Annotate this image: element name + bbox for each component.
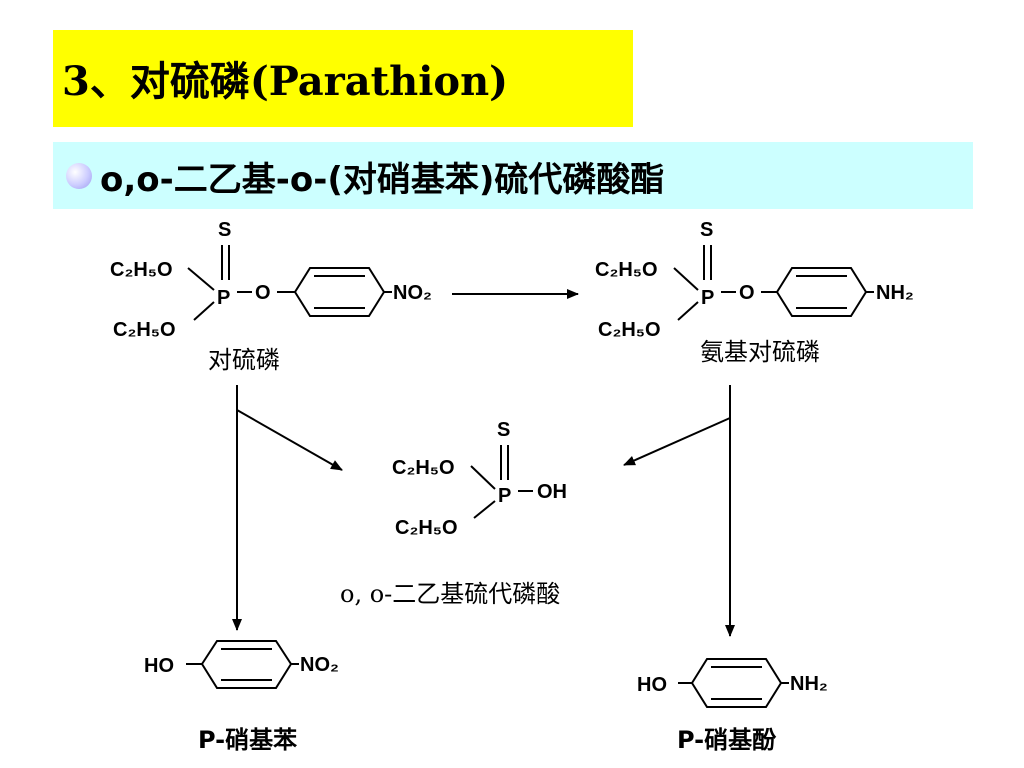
phosphorus-atom: P <box>701 287 714 309</box>
p-nitrophenol-structure: HO NO₂ P-硝基苯 <box>144 640 339 754</box>
amino-group: NH₂ <box>876 282 914 304</box>
ethoxy-group: C₂H₅O <box>598 319 661 341</box>
single-bond <box>470 465 496 490</box>
bullet-text: o,o-二乙基-o-(对硝基苯)硫代磷酸酯 <box>100 160 665 200</box>
thiophosphoric-acid-label: o, o-二乙基硫代磷酸 <box>340 580 560 608</box>
p-aminophenol-structure: HO NH₂ P-硝基酚 <box>637 658 828 754</box>
hydrolysis-arrow-right <box>623 417 731 466</box>
sulfur-atom: S <box>497 419 510 441</box>
ethoxy-group: C₂H₅O <box>395 517 458 539</box>
ethoxy-group: C₂H₅O <box>595 259 658 281</box>
ethoxy-group: C₂H₅O <box>392 457 455 479</box>
aminoparathion-structure: S C₂H₅O P C₂H₅O O NH₂ 氨基对硫磷 <box>595 219 914 366</box>
phosphorus-atom: P <box>217 287 230 309</box>
hydrolysis-arrow-left <box>236 409 343 471</box>
subtitle-banner <box>53 142 973 209</box>
aminoparathion-label: 氨基对硫磷 <box>700 338 820 366</box>
single-bond <box>187 267 215 291</box>
p-nitrophenol-label: P-硝基苯 <box>198 726 297 754</box>
nitro-group: NO₂ <box>300 654 339 676</box>
single-bond <box>473 500 496 519</box>
hydroxyl-group: HO <box>144 655 174 677</box>
single-bond <box>193 301 215 321</box>
p-aminophenol-label: P-硝基酚 <box>677 726 777 754</box>
oxygen-atom: O <box>255 282 271 304</box>
sulfur-atom: S <box>218 219 231 241</box>
oxygen-atom: O <box>739 282 755 304</box>
bullet-icon <box>66 163 92 189</box>
amino-group: NH₂ <box>790 673 828 695</box>
nitro-group: NO₂ <box>393 282 432 304</box>
parathion-structure: S C₂H₅O P C₂H₅O O NO₂ 对硫磷 <box>110 219 432 374</box>
sulfur-atom: S <box>700 219 713 241</box>
single-bond <box>677 301 699 321</box>
title-banner <box>53 30 633 127</box>
slide-title: 3、对硫磷(Parathion) <box>62 58 509 105</box>
single-bond <box>673 267 699 291</box>
hydroxyl-group: OH <box>537 481 567 503</box>
ethoxy-group: C₂H₅O <box>110 259 173 281</box>
phosphorus-atom: P <box>498 485 511 507</box>
parathion-label: 对硫磷 <box>208 346 280 374</box>
thiophosphoric-acid-structure: S C₂H₅O P C₂H₅O OH o, o-二乙基硫代磷酸 <box>340 419 567 608</box>
ethoxy-group: C₂H₅O <box>113 319 176 341</box>
hydroxyl-group: HO <box>637 674 667 696</box>
